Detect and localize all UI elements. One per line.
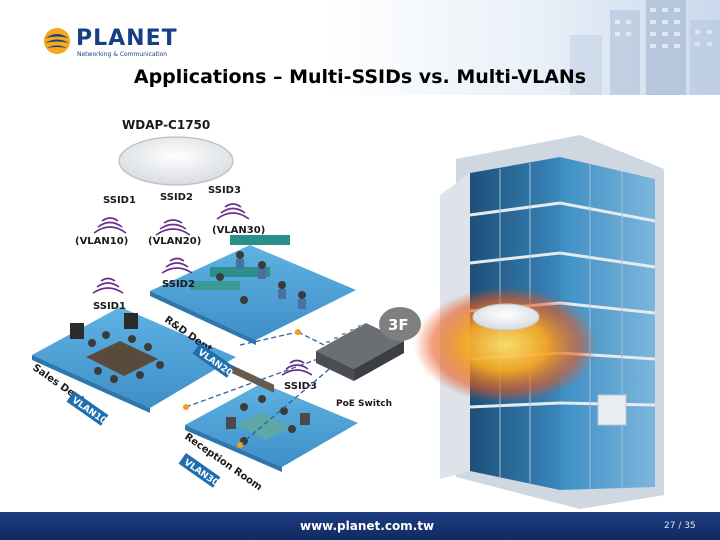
ssid1-label: SSID1 bbox=[103, 195, 136, 206]
logo-wordmark: PLANET bbox=[76, 26, 178, 51]
device-label: WDAP-C1750 bbox=[122, 118, 210, 132]
floor-badge-text: 3F bbox=[388, 316, 409, 334]
access-point-icon[interactable] bbox=[118, 136, 234, 186]
building-access-point-icon bbox=[472, 303, 540, 331]
wifi-signal-icon bbox=[92, 257, 313, 376]
poe-switch-label: PoE Switch bbox=[336, 399, 392, 409]
logo-tagline: Networking & Communication bbox=[77, 51, 168, 58]
network-diagram: WDAP-C1750 SSID1 SSID2 SSID3 (VLAN10) (V… bbox=[30, 118, 664, 509]
slide-title: Applications – Multi-SSIDs vs. Multi-VLA… bbox=[133, 66, 587, 88]
poe-switch-icon[interactable] bbox=[316, 323, 404, 381]
header-skyline-graphic bbox=[570, 0, 720, 95]
planet-logo[interactable]: PLANET Networking & Communication bbox=[42, 24, 177, 68]
cable-port-dots bbox=[183, 329, 301, 448]
sales-meeting-table bbox=[70, 313, 164, 383]
page-number: 27 / 35 bbox=[664, 521, 696, 531]
floor-3f-badge: 3F bbox=[379, 307, 421, 341]
floor-ssid2-label: SSID2 bbox=[162, 279, 195, 290]
footer-bar: www.planet.com.tw 27 / 35 bbox=[0, 512, 720, 540]
ssid3-label: SSID3 bbox=[208, 185, 241, 196]
planet-globe-icon bbox=[44, 28, 70, 54]
rd-dept-floor bbox=[150, 245, 356, 345]
vlan20-label: (VLAN20) bbox=[148, 236, 201, 247]
vlan30-label: (VLAN30) bbox=[212, 225, 265, 236]
vlan10-tag: VLAN10 bbox=[66, 391, 109, 427]
network-cables bbox=[185, 331, 335, 446]
ssid2-label: SSID2 bbox=[160, 192, 193, 203]
floor-ssid3-label: SSID3 bbox=[284, 381, 317, 392]
wifi-signal-icon bbox=[93, 203, 250, 236]
vlan10-label: (VLAN10) bbox=[75, 236, 128, 247]
floor-ssid1-label: SSID1 bbox=[93, 301, 126, 312]
reception-table bbox=[226, 395, 310, 445]
wifi-coverage-glow bbox=[414, 287, 598, 403]
footer-url[interactable]: www.planet.com.tw bbox=[300, 519, 435, 533]
header-band bbox=[0, 0, 720, 95]
